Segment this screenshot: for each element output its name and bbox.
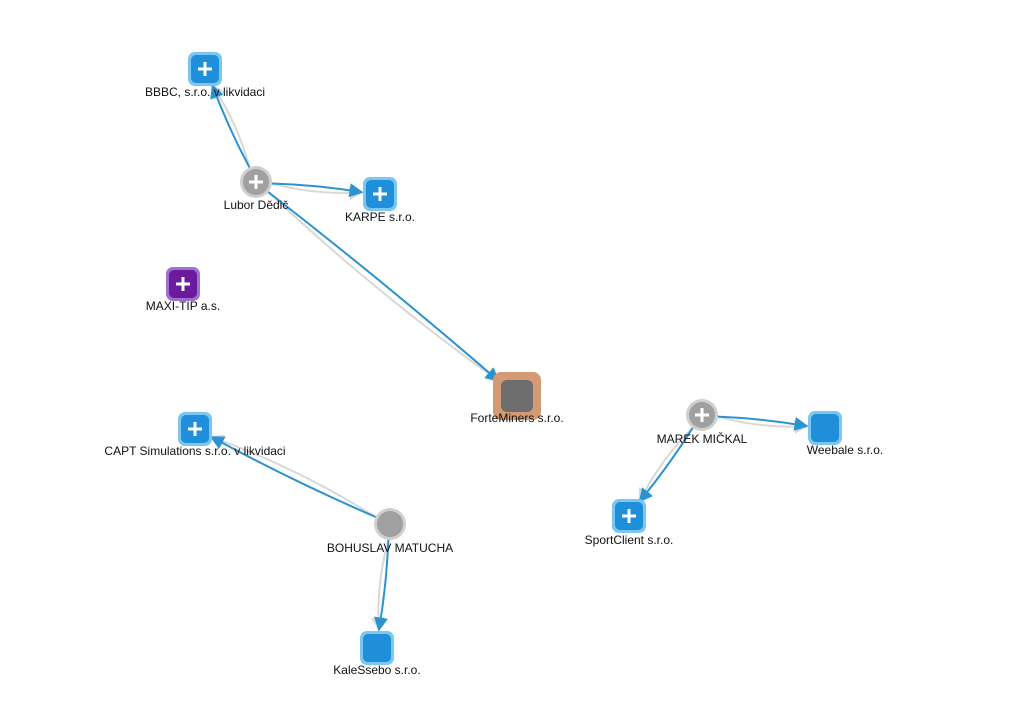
node-label: BOHUSLAV MATUCHA — [327, 541, 453, 555]
company-node-box — [363, 634, 391, 662]
company-node-capt-simulations[interactable]: CAPT Simulations s.r.o. v likvidaci — [104, 412, 286, 458]
node-label: Lubor Dědič — [224, 198, 289, 212]
company-node-kalessebo[interactable]: KaleSsebo s.r.o. — [333, 631, 421, 677]
person-node-bohuslav-matucha[interactable]: BOHUSLAV MATUCHA — [327, 508, 453, 555]
node-label: KARPE s.r.o. — [345, 210, 415, 224]
edge-active-line — [638, 427, 694, 503]
node-label: KaleSsebo s.r.o. — [333, 663, 420, 677]
expand-plus-icon[interactable] — [373, 187, 387, 201]
edge-active-line — [209, 436, 377, 518]
edge-active-line — [717, 415, 809, 431]
company-node-box — [811, 414, 839, 442]
node-label: SportClient s.r.o. — [585, 533, 674, 547]
edge-active-line — [210, 84, 251, 168]
edge-passive-line — [267, 191, 500, 382]
edge-matucha-kalessebo — [371, 539, 390, 632]
company-node-maxi-tip[interactable]: MAXI-TIP a.s. — [146, 267, 220, 313]
edge-dedic-forte — [267, 191, 500, 382]
expand-plus-icon[interactable] — [188, 422, 202, 436]
company-node-karpe[interactable]: KARPE s.r.o. — [345, 177, 415, 224]
edge-active-line — [374, 539, 390, 632]
company-node-sportclient[interactable]: SportClient s.r.o. — [585, 499, 674, 547]
edge-dedic-karpe — [271, 182, 364, 201]
node-label: ForteMiners s.r.o. — [470, 411, 563, 425]
person-node-circle — [377, 511, 403, 537]
edge-matucha-capt — [209, 434, 377, 518]
edges-layer — [209, 84, 809, 632]
edge-passive-line — [209, 434, 377, 518]
edge-dedic-bbbc — [210, 84, 251, 168]
company-node-weebale[interactable]: Weebale s.r.o. — [807, 411, 884, 457]
node-label: CAPT Simulations s.r.o. v likvidaci — [104, 444, 285, 458]
expand-plus-icon[interactable] — [622, 509, 636, 523]
company-node-forteminers[interactable]: ForteMiners s.r.o. — [470, 372, 564, 425]
person-node-lubor-dedic[interactable]: Lubor Dědič — [224, 166, 289, 212]
node-label: MAXI-TIP a.s. — [146, 299, 220, 313]
expand-plus-icon[interactable] — [249, 175, 263, 189]
edge-active-line — [271, 182, 364, 198]
expand-plus-icon[interactable] — [176, 277, 190, 291]
person-node-marek-mickal[interactable]: MAREK MIČKAL — [657, 399, 748, 446]
edge-active-line — [267, 191, 500, 382]
edge-mickal-weebale — [717, 415, 809, 434]
node-label: MAREK MIČKAL — [657, 431, 748, 446]
node-label: BBBC, s.r.o. v likvidaci — [145, 85, 265, 99]
company-node-bbbc[interactable]: BBBC, s.r.o. v likvidaci — [145, 52, 265, 99]
expand-plus-icon[interactable] — [695, 408, 709, 422]
focus-node-box — [501, 380, 533, 412]
edge-mickal-sportclient — [638, 427, 694, 503]
node-label: Weebale s.r.o. — [807, 443, 884, 457]
expand-plus-icon[interactable] — [198, 62, 212, 76]
